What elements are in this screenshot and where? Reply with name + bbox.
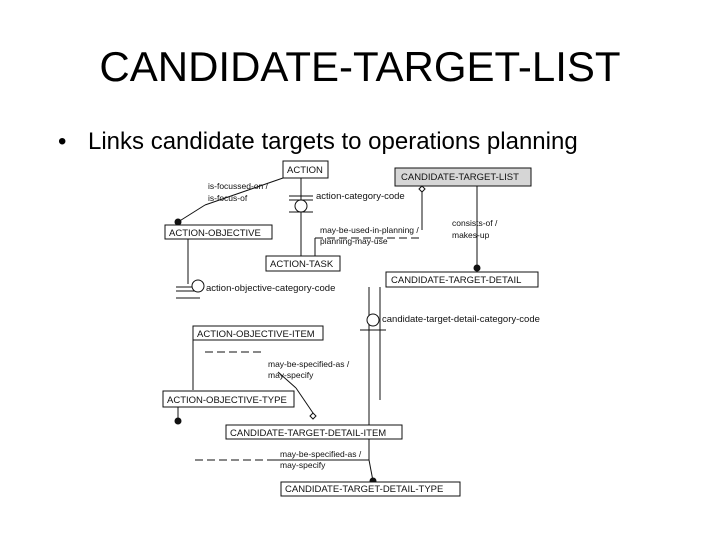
- rel-is-focus-of: is-focus-of: [208, 193, 248, 203]
- category-circle-ctd: [366, 313, 380, 327]
- rel-consists-of: consists-of /: [452, 218, 498, 228]
- entity-action-objective-type: ACTION-OBJECTIVE-TYPE: [167, 395, 287, 406]
- rel-ctdi-may-be-specified-as: may-be-specified-as /: [280, 449, 362, 459]
- rel-ctdi-may-specify: may-specify: [280, 460, 326, 470]
- slide-title: CANDIDATE-TARGET-LIST: [99, 43, 621, 90]
- bullet-text: Links candidate targets to operations pl…: [88, 128, 578, 155]
- bullet-marker: •: [58, 128, 67, 155]
- rel-makes-up: makes-up: [452, 230, 490, 240]
- category-code-ctd: candidate-target-detail-category-code: [382, 314, 540, 325]
- entity-ctd-item: CANDIDATE-TARGET-DETAIL-ITEM: [230, 428, 386, 439]
- category-circle-action-objective: [191, 279, 205, 293]
- relationship-dot-consists: [473, 264, 481, 272]
- category-circle-action: [294, 199, 308, 213]
- relationship-diamond-ctl: [418, 185, 426, 193]
- rel-aoi-may-specify: may-specify: [268, 370, 314, 380]
- relationship-dot-aot: [174, 417, 182, 425]
- relationship-dot-focus: [174, 218, 182, 226]
- category-code-action-objective: action-objective-category-code: [206, 283, 335, 294]
- entity-box-action-objective-type: [162, 390, 295, 408]
- entity-candidate-target-detail: CANDIDATE-TARGET-DETAIL: [391, 275, 521, 286]
- rel-planning-may-use: planning-may-use: [320, 236, 388, 246]
- relationship-diamond-aoi: [309, 412, 317, 420]
- rel-is-focussed-on: is-focussed-on /: [208, 181, 269, 191]
- entity-action: ACTION: [287, 165, 323, 176]
- entity-action-objective: ACTION-OBJECTIVE: [169, 228, 261, 239]
- rel-may-be-used-in-planning: may-be-used-in-planning /: [320, 225, 419, 235]
- rel-aoi-may-be-specified-as: may-be-specified-as /: [268, 359, 350, 369]
- entity-box-candidate-target-list: [394, 167, 532, 187]
- entity-box-ctd-type: [280, 481, 461, 497]
- entity-ctd-type: CANDIDATE-TARGET-DETAIL-TYPE: [285, 484, 443, 495]
- entity-box-action-objective: [164, 224, 273, 240]
- entity-action-task: ACTION-TASK: [270, 259, 334, 270]
- entity-box-action-task: [265, 255, 341, 272]
- entity-candidate-target-list: CANDIDATE-TARGET-LIST: [401, 172, 519, 183]
- entity-action-objective-item: ACTION-OBJECTIVE-ITEM: [197, 329, 315, 340]
- category-code-action: action-category-code: [316, 191, 405, 202]
- entity-box-action: [282, 160, 329, 179]
- entity-box-action-objective-item: [192, 325, 324, 341]
- entity-box-candidate-target-detail: [385, 271, 539, 288]
- bullet-item: • Links candidate targets to operations p…: [58, 126, 578, 158]
- entity-box-ctd-item: [225, 424, 403, 440]
